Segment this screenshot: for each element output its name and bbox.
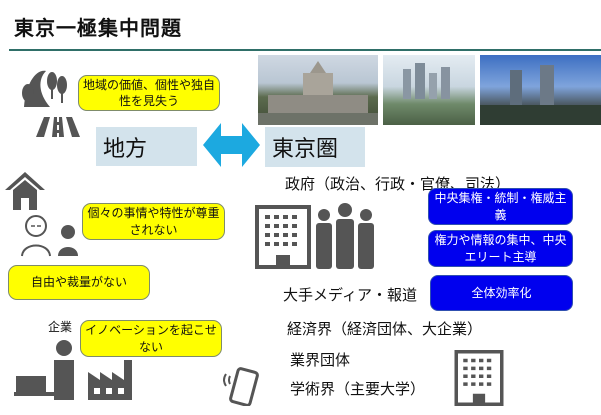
actor-business: 経済界（経済団体、大企業） <box>287 320 483 338</box>
trait-box: 権力や情報の集中、中央エリート主導 <box>428 230 573 267</box>
mountain-road-trees-icon <box>20 63 68 107</box>
people-icon <box>20 212 82 257</box>
actor-academia: 学術界（主要大学） <box>290 380 426 398</box>
actor-industry: 業界団体 <box>290 351 351 369</box>
issue-box: イノベーションを起こせない <box>80 320 222 357</box>
company-label: 企業 <box>48 320 73 334</box>
region-local: 地方 <box>96 127 197 166</box>
photo-city-skyline <box>383 55 475 125</box>
actor-media: 大手メディア・報道 <box>283 286 417 304</box>
page-title: 東京一極集中問題 <box>14 16 182 40</box>
office-worker-icon <box>14 338 84 400</box>
trait-box: 全体効率化 <box>430 275 573 311</box>
issue-box: 個々の事情や特性が尊重されない <box>82 203 225 240</box>
government-building-icon <box>255 205 311 269</box>
house-icon <box>5 170 45 210</box>
officials-icon <box>314 203 376 269</box>
factory-icon <box>88 360 132 400</box>
title-divider <box>9 49 601 51</box>
issue-box: 地域の価値、個性や独自性を見失う <box>78 75 220 111</box>
trait-box: 中央集権・統制・権威主義 <box>428 188 573 225</box>
photo-diet-building <box>258 55 378 125</box>
road-icon <box>36 117 80 137</box>
smartphone-icon <box>220 364 262 406</box>
photo-tokyo-waterfront <box>480 55 601 125</box>
region-tokyo: 東京圏 <box>265 127 365 167</box>
building-icon <box>452 350 506 406</box>
issue-box: 自由や裁量がない <box>8 265 150 300</box>
double-arrow-icon <box>203 123 260 167</box>
